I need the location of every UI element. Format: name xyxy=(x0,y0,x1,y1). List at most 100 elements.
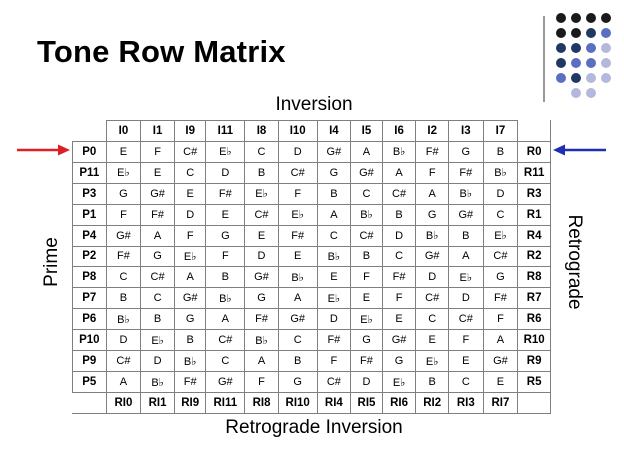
note-cell: G xyxy=(350,329,383,352)
note-cell: C# xyxy=(244,203,279,226)
note-cell: G xyxy=(244,287,279,310)
note-cell: E♭ xyxy=(105,161,142,184)
retrograde-header: R3 xyxy=(517,182,551,205)
note-cell: C# xyxy=(140,266,175,289)
retrograde-inversion-header: RI6 xyxy=(381,391,417,415)
note-cell: G xyxy=(173,308,207,331)
note-cell: F# xyxy=(140,203,175,226)
note-cell: G# xyxy=(105,224,142,247)
prime-header: P6 xyxy=(72,308,107,331)
decorative-dot xyxy=(586,88,596,98)
note-cell: E♭ xyxy=(316,287,352,310)
retrograde-header: R7 xyxy=(517,287,551,310)
note-cell: B♭ xyxy=(140,371,175,393)
note-cell: E xyxy=(381,308,417,331)
decorative-dot xyxy=(601,43,611,53)
note-cell: B xyxy=(205,266,246,289)
note-cell: F xyxy=(244,371,279,393)
retrograde-inversion-header: RI2 xyxy=(415,391,449,415)
note-cell: F xyxy=(482,308,519,331)
note-cell: C# xyxy=(173,140,207,163)
note-cell: F# xyxy=(448,161,484,184)
note-cell: A xyxy=(205,308,246,331)
retrograde-header: R1 xyxy=(517,203,551,226)
note-cell: E♭ xyxy=(277,203,318,226)
prime-header: P2 xyxy=(72,245,107,268)
note-cell: C xyxy=(277,329,318,352)
corner-cell xyxy=(72,120,107,142)
note-cell: E xyxy=(448,350,484,373)
note-cell: B♭ xyxy=(316,245,352,268)
note-cell: G xyxy=(140,245,175,268)
note-cell: G xyxy=(205,224,246,247)
prime-header: P5 xyxy=(72,371,107,393)
decorative-dot xyxy=(571,28,581,38)
note-cell: C xyxy=(448,371,484,393)
note-cell: F xyxy=(448,329,484,352)
note-cell: F xyxy=(205,245,246,268)
inversion-header: I10 xyxy=(277,120,318,142)
note-cell: C# xyxy=(448,308,484,331)
page-title: Tone Row Matrix xyxy=(37,34,286,69)
note-cell: G xyxy=(105,182,142,205)
note-cell: A xyxy=(316,203,352,226)
retrograde-header: R6 xyxy=(517,308,551,331)
note-cell: F xyxy=(381,287,417,310)
prime-header: P11 xyxy=(72,161,107,184)
note-cell: B♭ xyxy=(350,203,383,226)
note-cell: B♭ xyxy=(381,140,417,163)
prime-header: P3 xyxy=(72,182,107,205)
prime-header: P9 xyxy=(72,350,107,373)
note-cell: B xyxy=(316,182,352,205)
note-cell: G# xyxy=(350,161,383,184)
inversion-header: I8 xyxy=(244,120,279,142)
decorative-dot xyxy=(556,28,566,38)
note-cell: G xyxy=(277,371,318,393)
note-cell: G# xyxy=(448,203,484,226)
note-cell: A xyxy=(140,224,175,247)
decorative-dot xyxy=(571,58,581,68)
note-cell: E xyxy=(140,161,175,184)
note-cell: C xyxy=(381,245,417,268)
retrograde-inversion-header: RI5 xyxy=(350,391,383,415)
note-cell: C xyxy=(316,224,352,247)
retrograde-inversion-header: RI11 xyxy=(205,391,246,415)
decorative-dot xyxy=(556,13,566,23)
note-cell: D xyxy=(482,182,519,205)
retrograde-inversion-header: RI7 xyxy=(482,391,519,415)
note-cell: D xyxy=(205,161,246,184)
inversion-header: I0 xyxy=(105,120,142,142)
decorative-dot xyxy=(586,58,596,68)
note-cell: F# xyxy=(173,371,207,393)
note-cell: G# xyxy=(415,245,449,268)
note-cell: E xyxy=(415,329,449,352)
note-cell: G xyxy=(415,203,449,226)
prime-header: P8 xyxy=(72,266,107,289)
note-cell: G# xyxy=(381,329,417,352)
note-cell: A xyxy=(381,161,417,184)
retrograde-inversion-header: RI4 xyxy=(316,391,352,415)
note-cell: E♭ xyxy=(205,140,246,163)
note-cell: E♭ xyxy=(350,308,383,331)
note-cell: F xyxy=(316,350,352,373)
note-cell: C xyxy=(105,266,142,289)
note-cell: F xyxy=(415,161,449,184)
inversion-header: I9 xyxy=(173,120,207,142)
note-cell: E♭ xyxy=(140,329,175,352)
note-cell: A xyxy=(448,245,484,268)
note-cell: E xyxy=(244,224,279,247)
note-cell: E xyxy=(316,266,352,289)
note-cell: G# xyxy=(244,266,279,289)
note-cell: B♭ xyxy=(205,287,246,310)
decorative-dot xyxy=(556,73,566,83)
note-cell: B xyxy=(482,140,519,163)
note-cell: G xyxy=(316,161,352,184)
note-cell: E♭ xyxy=(244,182,279,205)
